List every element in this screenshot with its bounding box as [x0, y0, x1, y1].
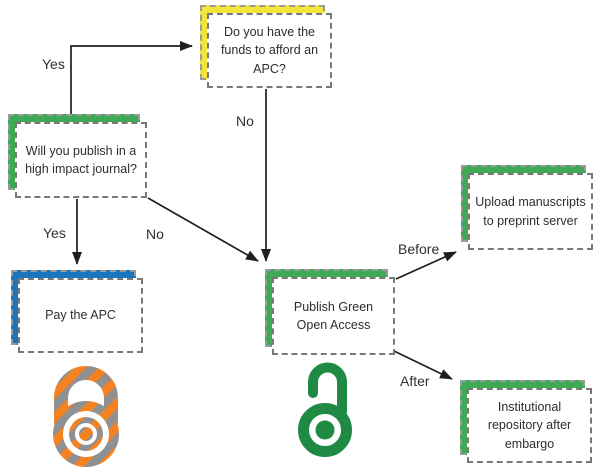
arrow-journal-to-funds	[70, 41, 193, 114]
node-journal: Will you publish in a high impact journa…	[8, 114, 147, 198]
node-green-oa: Publish Green Open Access	[265, 269, 395, 355]
edge-label-yes-top: Yes	[42, 56, 65, 72]
edge-label-after: After	[400, 373, 430, 389]
node-pay-apc: Pay the APC	[11, 270, 143, 353]
node-repository: Institutional repository after embargo	[460, 380, 592, 463]
node-funds-label: Do you have the funds to afford an APC?	[207, 13, 332, 88]
node-pay-apc-label: Pay the APC	[18, 278, 143, 353]
edge-label-before: Before	[398, 241, 440, 257]
edge-label-yes-pay: Yes	[43, 225, 66, 241]
edge-label-no-funds: No	[236, 113, 254, 129]
node-repository-label: Institutional repository after embargo	[467, 388, 592, 463]
edge-label-no-diagonal: No	[146, 226, 164, 242]
arrow-journal-to-green	[147, 197, 259, 262]
open-access-lock-striped-icon	[53, 366, 119, 467]
node-preprint: Upload manuscripts to preprint server	[461, 165, 593, 250]
node-funds: Do you have the funds to afford an APC?	[200, 5, 332, 88]
node-green-oa-label: Publish Green Open Access	[272, 277, 395, 355]
open-access-lock-green-icon	[298, 362, 352, 457]
node-preprint-label: Upload manuscripts to preprint server	[468, 173, 593, 250]
node-journal-label: Will you publish in a high impact journa…	[15, 122, 147, 198]
